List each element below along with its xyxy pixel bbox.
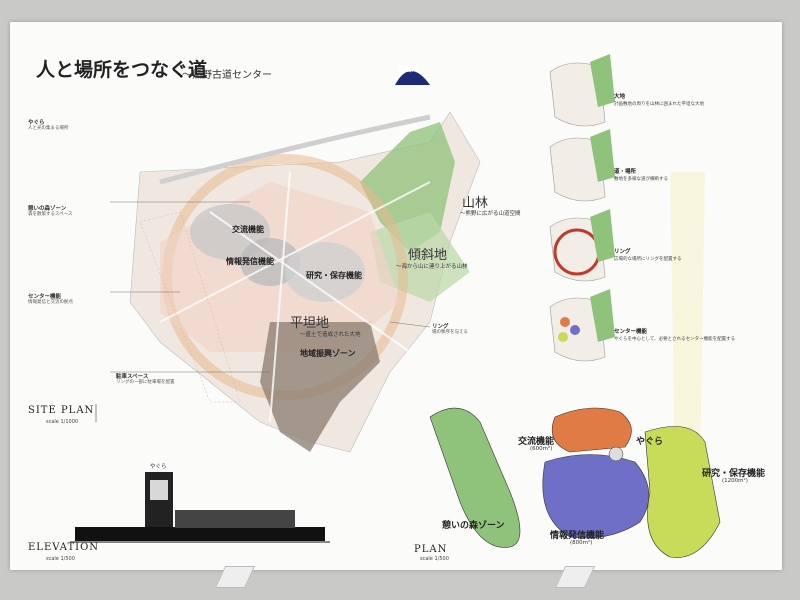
diagram-3-title: センター機能	[614, 329, 648, 335]
elevation-tower-label: やぐら	[150, 464, 167, 470]
site-plan-map	[95, 71, 705, 462]
label-chiiki: 地域振興ゾーン	[300, 349, 356, 358]
floor-plan-drawing	[429, 407, 721, 558]
board-subtitle: 〜熊野古道センター	[182, 70, 272, 81]
diagram-0-text: 計画敷地の周りを山林に囲まれた平坦な大地	[614, 102, 704, 107]
elevation-scale: scale 1/500	[46, 556, 75, 562]
elevation-drawing	[70, 472, 330, 543]
label-kenkyu: 研究・保存機能	[306, 271, 362, 280]
plan-johohassin-area: (800m²)	[570, 540, 593, 546]
plan-caption: PLAN	[414, 544, 448, 555]
annotation-4-text: 場の秩序を与える	[432, 330, 468, 335]
top-label: 尾鷲湾	[398, 65, 419, 73]
plan-kenkyu-area: (1200m²)	[722, 478, 748, 484]
elevation-caption: ELEVATION	[28, 542, 100, 553]
plan-kenkyu-label: 研究・保存機能	[702, 469, 766, 479]
label-heitanchi: 平坦地	[290, 316, 330, 331]
annotation-1-text: 森を散策するスペース	[28, 212, 73, 217]
annotation-0-head: やぐら	[28, 120, 45, 126]
annotation-0-text: 人と光の集まる場所	[28, 126, 69, 131]
diagram-2-title: リング	[614, 249, 631, 255]
diagram-1-title: 道・場所	[614, 169, 637, 175]
plan-koryu-label: 交流機能	[518, 437, 555, 447]
board-title: 人と場所をつなぐ道	[36, 59, 208, 81]
label-heitanchi-sub: 〜盛土で造成された大地	[300, 332, 361, 338]
plan-scale: scale 1/500	[420, 556, 449, 562]
concept-diagrams	[549, 54, 615, 362]
label-sanrin: 山林	[462, 196, 489, 211]
label-keishachi: 傾斜地	[408, 248, 448, 263]
annotation-2-text: 情報発信と交流の拠点	[28, 300, 73, 305]
annotation-3-text: リングの一部に駐車場を配置	[116, 380, 175, 385]
diagram-0-title: 大地	[614, 94, 626, 100]
plan-yagura-label: やぐら	[636, 437, 664, 447]
presentation-board: 人と場所をつなぐ道 〜熊野古道センター 尾鷲湾 山林 〜熊野に広がる山道空間 傾…	[10, 22, 782, 570]
label-sanrin-sub: 〜熊野に広がる山道空間	[460, 211, 521, 217]
plan-koryu-area: (600m²)	[530, 446, 553, 452]
annotation-3-head: 駐車スペース	[116, 374, 149, 380]
plan-johohassin-label: 情報発信機能	[550, 531, 605, 541]
label-johohassin: 情報発信機能	[226, 257, 274, 266]
diagram-1-text: 敷地を多様な道が横断する	[614, 177, 668, 182]
diagram-2-text: 広場的な場所にリングを配置する	[614, 257, 682, 262]
annotation-2-head: センター機能	[28, 294, 62, 300]
site-plan-scale: scale 1/1000	[46, 419, 79, 425]
label-keishachi-sub: 〜海から山に連り上がる山林	[396, 264, 468, 270]
label-koryu: 交流機能	[232, 225, 264, 234]
site-plan-caption: SITE PLAN	[28, 405, 95, 416]
annotation-4-head: リング	[432, 324, 449, 330]
diagram-3-text: やぐらを中心として、必要とされるセンター機能を配置する	[614, 337, 736, 342]
plan-forest-label: 憩いの森ゾーン	[442, 521, 505, 531]
annotation-1-head: 憩いの森ゾーン	[28, 206, 67, 212]
